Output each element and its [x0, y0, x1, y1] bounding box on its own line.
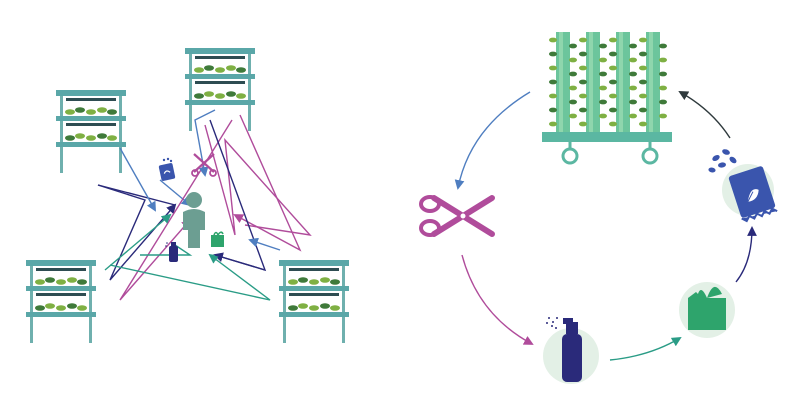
right-panel-cycle-workflow [419, 32, 778, 384]
chaotic-arrows [97, 109, 312, 301]
shelf-icon [26, 260, 96, 343]
cycle-arrows [454, 91, 757, 361]
shelf-icon [185, 48, 255, 131]
scissors-icon [191, 153, 217, 177]
shelf-icon [56, 90, 126, 173]
grow-bag-icon [679, 282, 735, 338]
grow-bag-icon [211, 231, 224, 247]
seed-bag-icon [708, 149, 778, 223]
shelf-icon [279, 260, 349, 343]
spray-bottle-icon [165, 242, 178, 262]
vertical-farm-cart-icon [542, 32, 672, 165]
scissors-icon [419, 195, 495, 237]
spray-bottle-icon [543, 317, 599, 384]
person-icon [183, 192, 205, 248]
seed-bag-icon [158, 157, 176, 181]
left-panel-shelf-workflow [26, 48, 349, 343]
